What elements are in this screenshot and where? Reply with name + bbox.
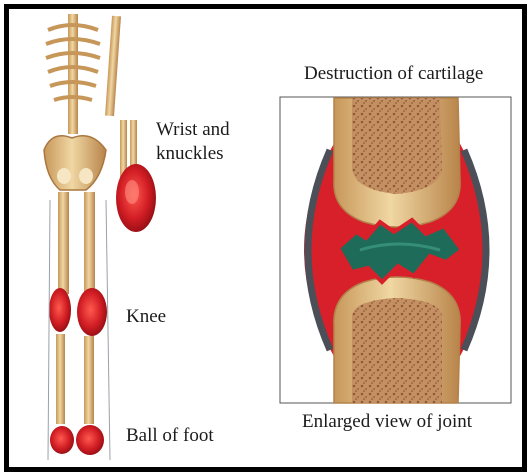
foot-swelling-right [76, 425, 104, 455]
skeleton-illustration [44, 14, 156, 460]
joint-cross-section [280, 97, 511, 403]
label-knee: Knee [126, 305, 166, 329]
label-wrist-and-knuckles: Wrist and knuckles [156, 118, 266, 166]
foot-swelling-left [50, 426, 74, 454]
label-enlarged-view-of-joint: Enlarged view of joint [302, 410, 472, 434]
label-ball-of-foot: Ball of foot [126, 424, 214, 448]
knee-swelling-left [49, 288, 71, 332]
knee-swelling-right [77, 288, 107, 336]
label-destruction-of-cartilage: Destruction of cartilage [304, 62, 483, 86]
